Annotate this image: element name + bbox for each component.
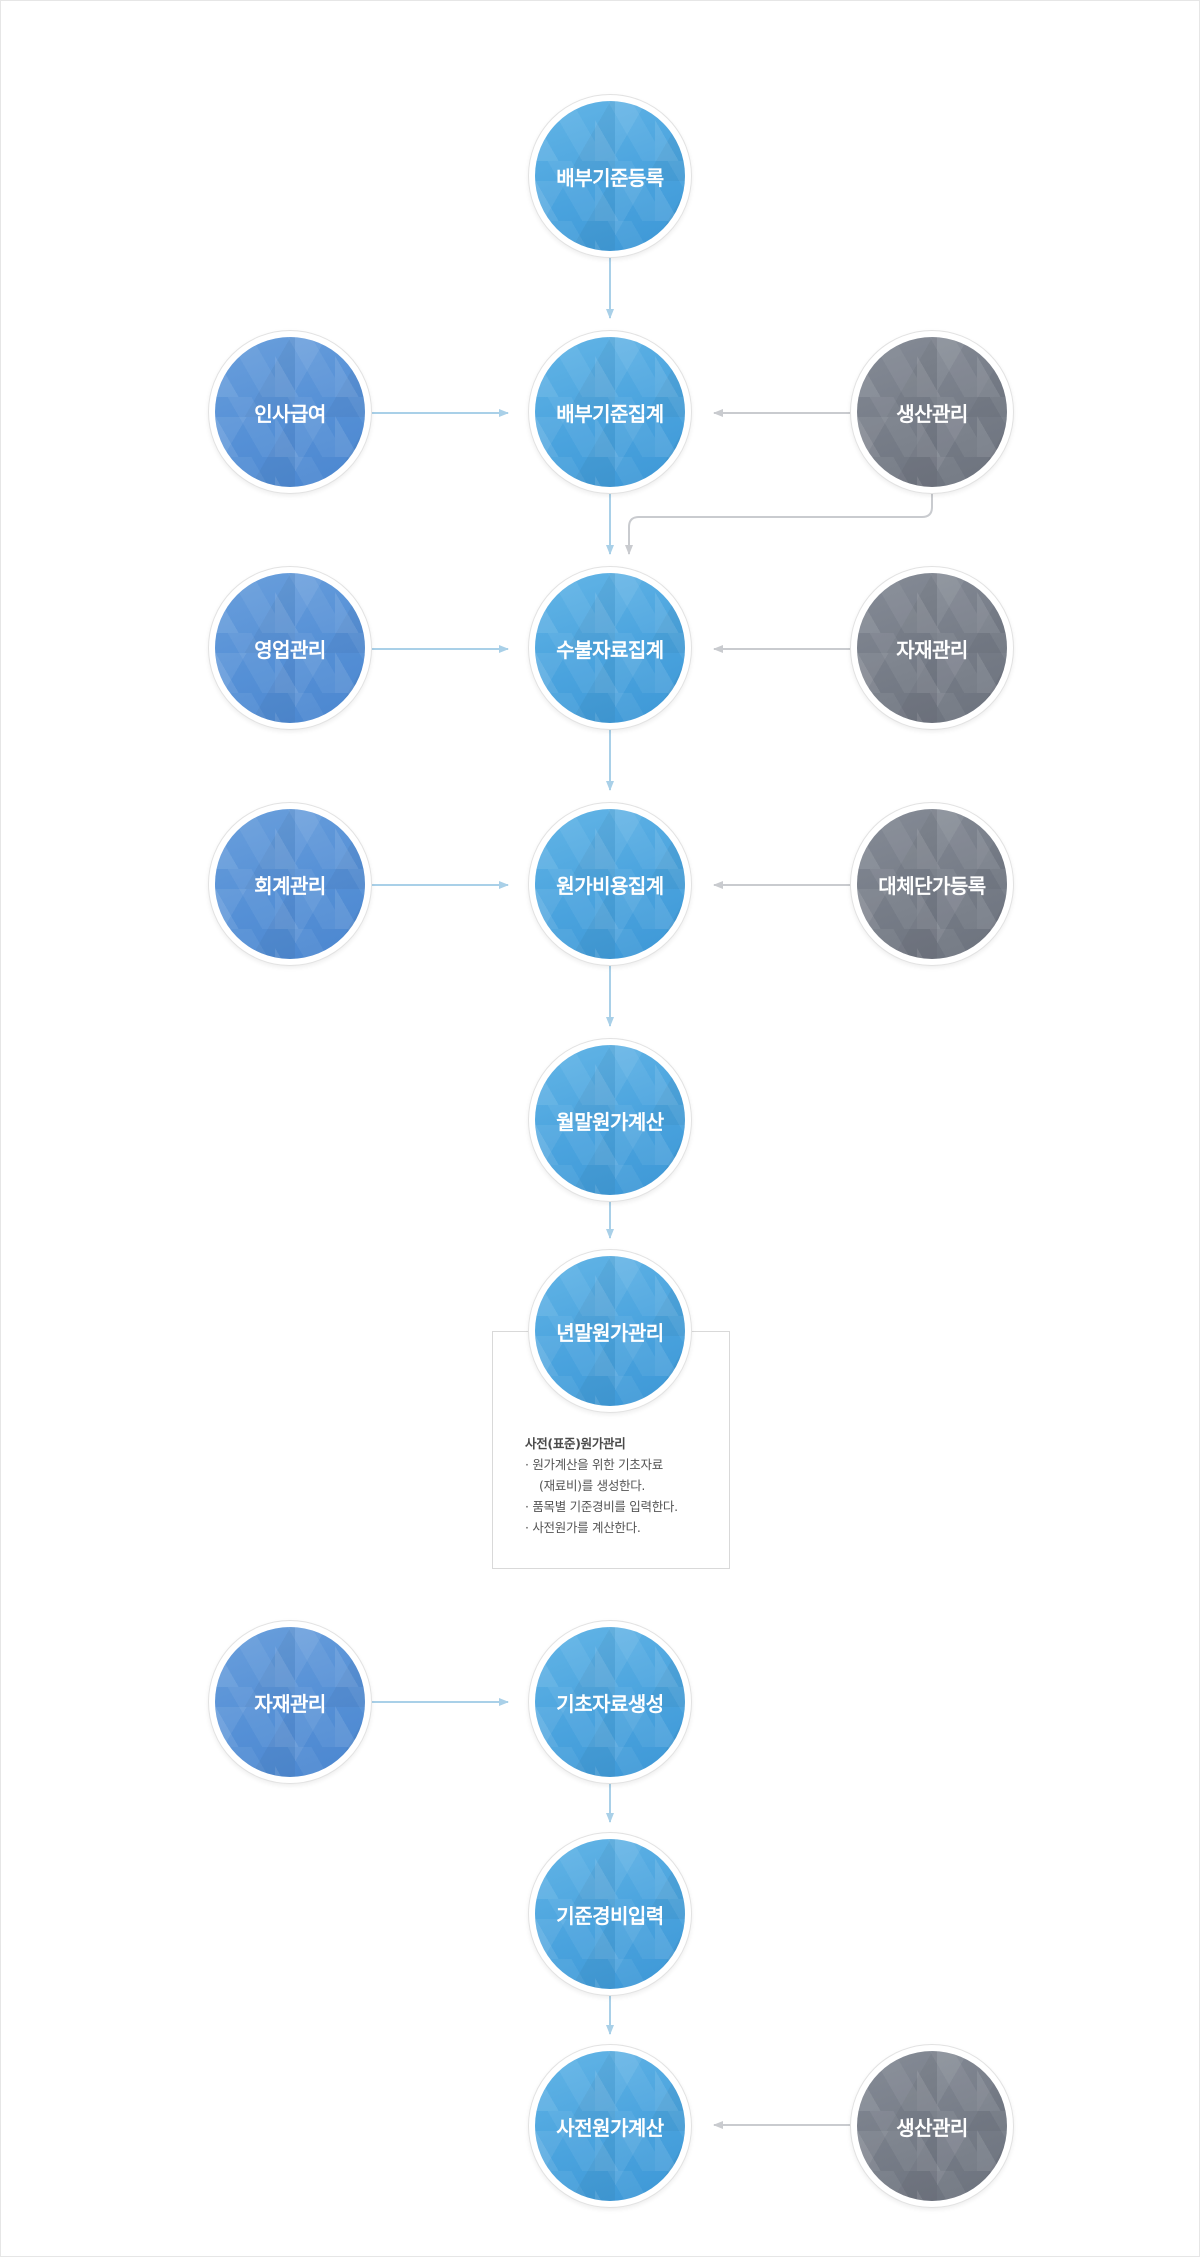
node-materials-management-1: 자재관리 xyxy=(850,566,1014,730)
node-production-management-1: 생산관리 xyxy=(850,330,1014,494)
node-label: 배부기준집계 xyxy=(556,401,664,426)
node-label: 기초자료생성 xyxy=(556,1691,664,1716)
note-line: · 원가계산을 위한 기초자료 xyxy=(525,1457,663,1472)
node-materials-management-2: 자재관리 xyxy=(208,1620,372,1784)
node-sales-management: 영업관리 xyxy=(208,566,372,730)
note-line: · 사전원가를 계산한다. xyxy=(525,1520,641,1535)
note-title: 사전(표준)원가관리 xyxy=(525,1436,626,1451)
node-standard-expense-input: 기준경비입력 xyxy=(528,1832,692,1996)
node-monthly-cost-calculation: 월말원가계산 xyxy=(528,1038,692,1202)
node-label: 대체단가등록 xyxy=(878,873,986,898)
node-production-management-2: 생산관리 xyxy=(850,2044,1014,2208)
node-hr-payroll: 인사급여 xyxy=(208,330,372,494)
node-label: 영업관리 xyxy=(254,637,326,662)
node-label: 회계관리 xyxy=(254,873,326,898)
node-substitute-unit-price-register: 대체단가등록 xyxy=(850,802,1014,966)
node-label: 수불자료집계 xyxy=(556,637,664,662)
node-label: 월말원가계산 xyxy=(556,1109,664,1134)
node-label: 생산관리 xyxy=(896,2115,968,2140)
node-pre-cost-calculation: 사전원가계산 xyxy=(528,2044,692,2208)
note-line: (재료비)를 생성한다. xyxy=(539,1478,646,1493)
node-allocation-basis-aggregate: 배부기준집계 xyxy=(528,330,692,494)
note-line: · 품목별 기준경비를 입력한다. xyxy=(525,1499,678,1514)
node-inout-data-aggregate: 수불자료집계 xyxy=(528,566,692,730)
node-yearend-cost-management: 년말원가관리 xyxy=(528,1249,692,1413)
node-label: 배부기준등록 xyxy=(556,165,664,190)
node-label: 원가비용집계 xyxy=(556,873,664,898)
node-allocation-basis-register: 배부기준등록 xyxy=(528,94,692,258)
node-label: 자재관리 xyxy=(896,637,968,662)
arrow-production-to-inout xyxy=(625,493,933,555)
node-label: 사전원가계산 xyxy=(556,2115,664,2140)
node-cost-expense-aggregate: 원가비용집계 xyxy=(528,802,692,966)
node-label: 생산관리 xyxy=(896,401,968,426)
node-label: 인사급여 xyxy=(254,401,326,426)
node-basic-data-generation: 기초자료생성 xyxy=(528,1620,692,1784)
node-label: 기준경비입력 xyxy=(556,1903,664,1928)
node-accounting-management: 회계관리 xyxy=(208,802,372,966)
note-content: 사전(표준)원가관리 · 원가계산을 위한 기초자료 (재료비)를 생성한다. … xyxy=(525,1433,725,1538)
node-label: 년말원가관리 xyxy=(556,1320,664,1345)
node-label: 자재관리 xyxy=(254,1691,326,1716)
